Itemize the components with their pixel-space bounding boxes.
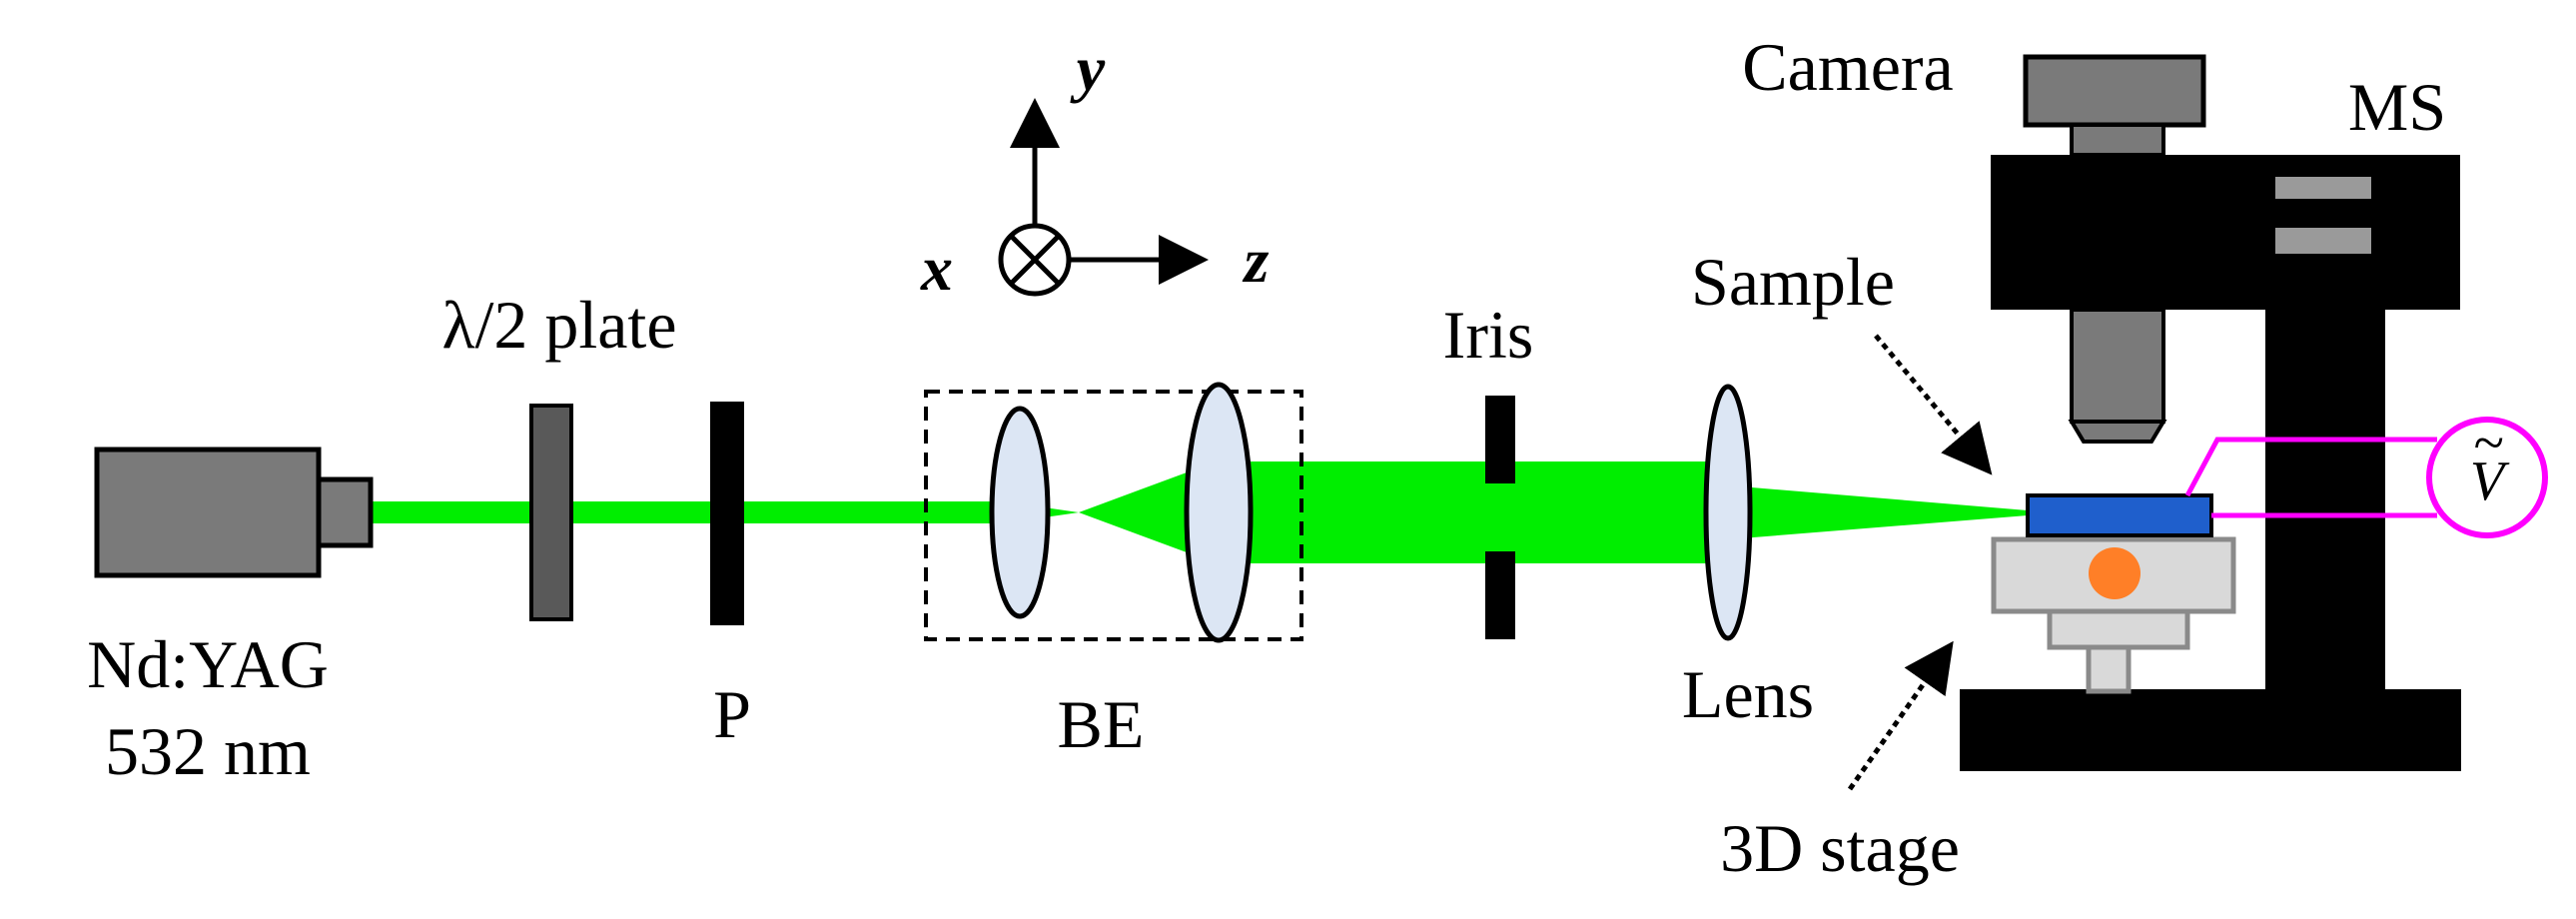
polarizer <box>710 402 744 625</box>
voltage-accent: ~ <box>2473 413 2503 474</box>
axis-label-z: z <box>1243 225 1270 296</box>
axis-label-x: x <box>920 233 953 304</box>
laser-source <box>94 447 374 578</box>
stage-post <box>2086 644 2132 694</box>
beam-expander-lens-2 <box>1184 382 1254 643</box>
beam-expander-label: BE <box>1058 686 1145 762</box>
wire-upper <box>2184 437 2437 497</box>
microscope-column <box>2265 300 2385 719</box>
laser-label-line2: 532 nm <box>105 713 311 789</box>
microscope-knob-1 <box>2275 177 2371 199</box>
beam-after-iris <box>1503 485 1733 539</box>
camera-body <box>2023 54 2206 128</box>
ac-voltage-source-icon <box>2426 417 2548 538</box>
stage-label: 3D stage <box>1720 810 1960 886</box>
voltage-symbol: V <box>2470 451 2510 512</box>
laser-aperture <box>316 476 374 548</box>
half-wave-plate-label: λ/2 plate <box>441 287 676 363</box>
laser-label-line1: Nd:YAG <box>87 626 329 702</box>
beam-expander-frame <box>924 390 1303 641</box>
polarizer-label: P <box>713 676 751 752</box>
stage-pointer-arrow <box>1847 640 1954 791</box>
microscope-knob-2 <box>2275 228 2371 254</box>
sample-pointer-arrow <box>1874 334 1993 475</box>
focusing-lens <box>1703 384 1753 641</box>
laser-beam <box>370 456 2028 569</box>
microscope-head <box>1991 155 2460 310</box>
stage-riser <box>2047 608 2190 650</box>
xyz-axes-icon <box>998 98 1209 297</box>
camera-mount <box>2070 123 2165 157</box>
stage-marker <box>2089 547 2141 599</box>
iris <box>1485 396 1515 639</box>
beam-focusing-cone <box>1728 485 2028 539</box>
sample-label: Sample <box>1691 244 1895 320</box>
3d-stage <box>1991 536 2236 694</box>
beam-segment-narrow <box>370 501 1003 523</box>
microscope <box>1960 155 2461 771</box>
microscope-label: MS <box>2348 69 2446 145</box>
iris-upper-blade <box>1485 396 1515 483</box>
axis-label-y: y <box>1070 33 1106 104</box>
beam-expander <box>924 382 1303 643</box>
laser-body <box>94 447 322 578</box>
objective-tip <box>2068 420 2167 444</box>
half-wave-plate <box>529 404 573 621</box>
voltage-wiring <box>2184 417 2548 538</box>
iris-label: Iris <box>1443 297 1534 373</box>
camera <box>2023 54 2206 157</box>
beam-expander-lens-1 <box>989 406 1051 619</box>
lens-label: Lens <box>1682 656 1814 732</box>
sample <box>2026 493 2213 537</box>
camera-label: Camera <box>1742 29 1953 105</box>
microscope-base <box>1960 689 2461 771</box>
iris-lower-blade <box>1485 551 1515 639</box>
objective-barrel <box>2070 308 2165 424</box>
